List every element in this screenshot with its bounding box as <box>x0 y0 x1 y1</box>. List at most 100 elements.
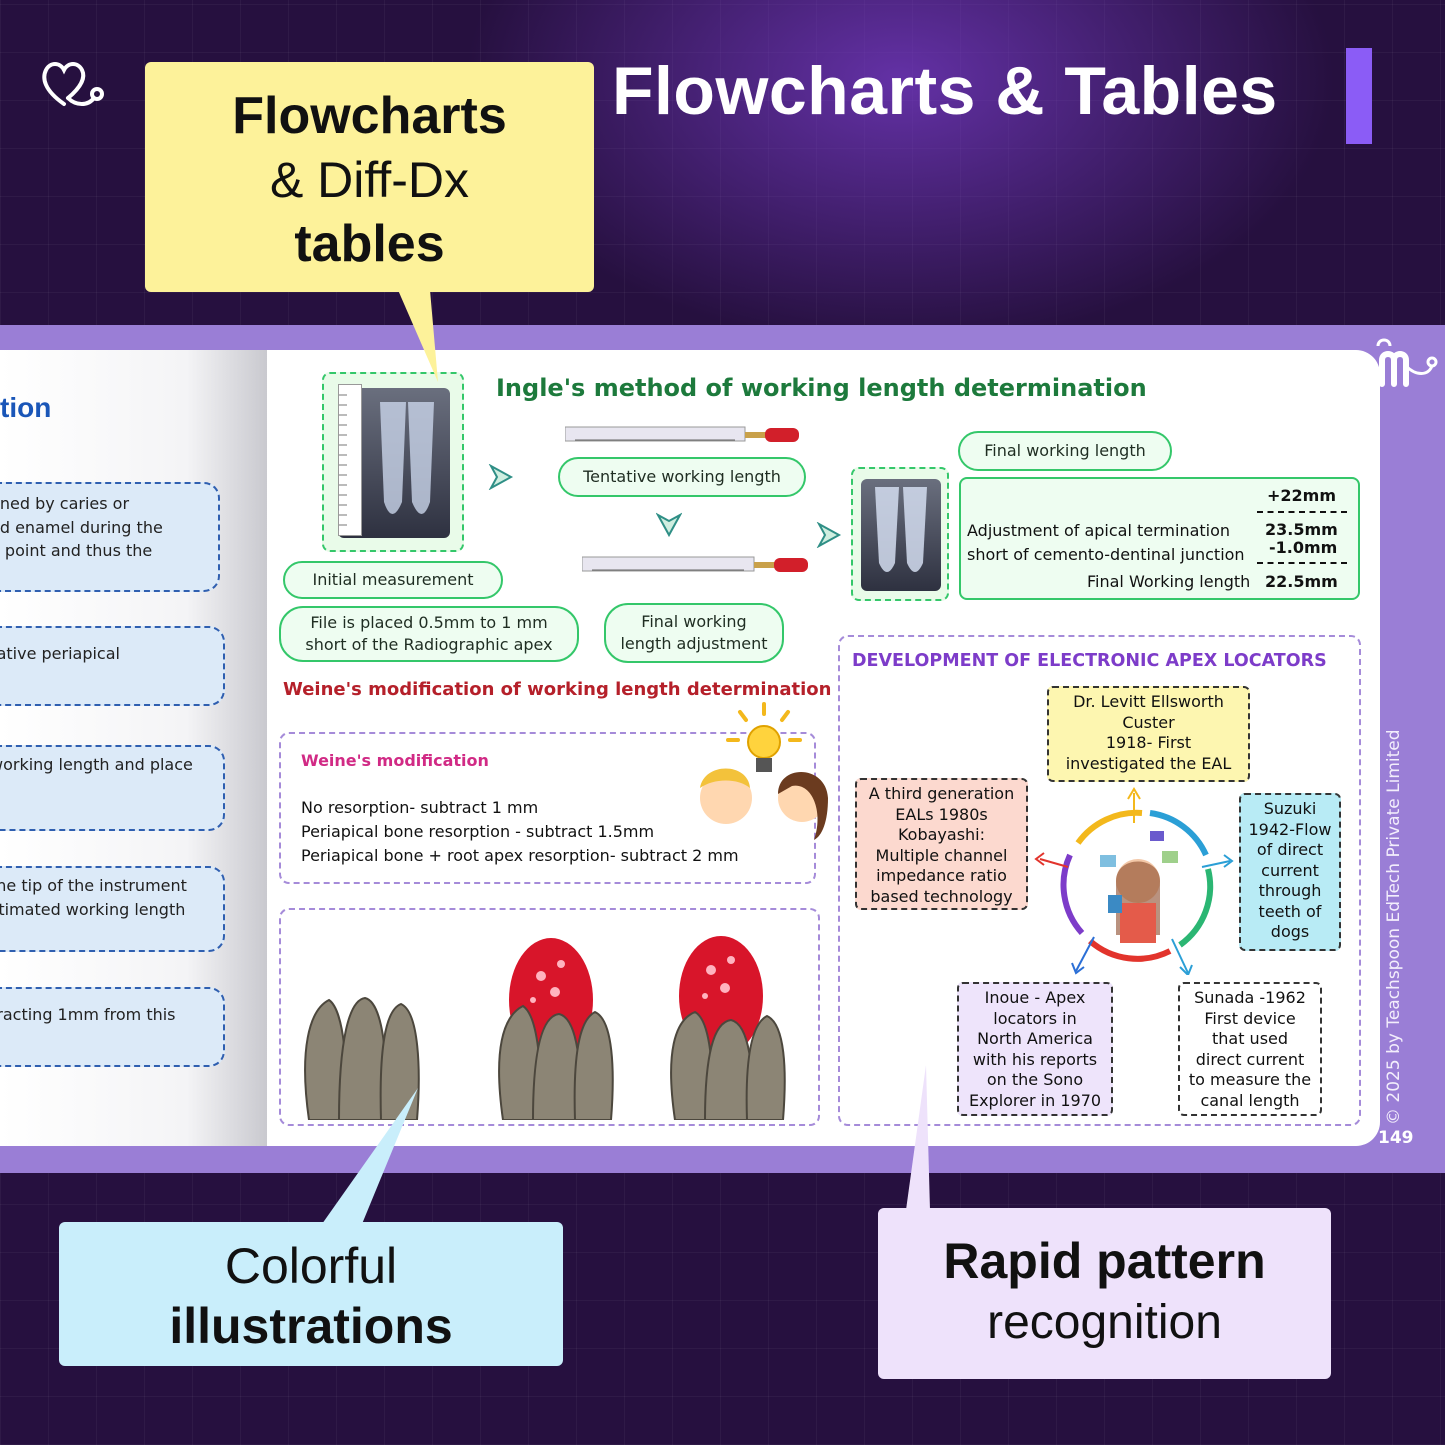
eal-line: Suzuki <box>1263 799 1317 818</box>
ruler-scale <box>338 384 362 536</box>
left-note-line: the tip of the instrument <box>0 876 187 895</box>
eal-line: Dr. Levitt Ellsworth <box>1073 692 1224 711</box>
left-note-box: the tip of the instrument stimated worki… <box>0 866 225 952</box>
adjustment-value: 23.5mm <box>1265 520 1338 539</box>
arrow-down-icon <box>656 512 682 538</box>
eal-cycle-diagram-icon <box>1034 787 1234 975</box>
pill-line: length adjustment <box>620 634 768 653</box>
eal-line: investigated the EAL <box>1065 753 1232 773</box>
adjustment-table: +22mm Adjustment of apical termination 2… <box>959 477 1360 600</box>
weine-rule: Periapical bone + root apex resorption- … <box>301 846 739 865</box>
eal-line: to measure the <box>1188 1070 1312 1089</box>
eal-line: with his reports <box>972 1049 1098 1069</box>
left-note-box: working length and place <box>0 745 225 831</box>
eal-line: Custer <box>1122 712 1175 732</box>
eal-line: dogs <box>1270 922 1310 941</box>
weine-rule: Periapical bone resorption - subtract 1.… <box>301 822 655 841</box>
file-placed-pill: File is placed 0.5mm to 1 mm short of th… <box>279 606 579 662</box>
m-stethoscope-brand-icon <box>1376 338 1438 387</box>
left-note-line: ened by caries or <box>0 494 130 513</box>
table-divider <box>1257 562 1347 564</box>
heart-stethoscope-logo-icon <box>42 62 104 106</box>
eal-line: Inoue - Apex <box>984 988 1086 1007</box>
final-length-value: 22.5mm <box>1265 572 1338 591</box>
table-divider <box>1257 511 1347 513</box>
eal-line: canal length <box>1200 1090 1300 1110</box>
eal-line: Sunada -1962 <box>1194 988 1306 1007</box>
pill-line: short of the Radiographic apex <box>305 635 553 654</box>
left-note-line: ed enamel during the <box>0 517 163 537</box>
ruler-ticks-icon <box>339 394 347 526</box>
eal-line: teeth of <box>1258 901 1322 921</box>
tooth-outline-icon <box>875 487 927 572</box>
eal-suzuki-box: Suzuki 1942-Flow of direct current throu… <box>1239 793 1341 951</box>
callout-line: & Diff-Dx <box>269 152 470 208</box>
tooth-radiograph-image <box>861 479 941 591</box>
callout-line: Flowcharts <box>232 87 507 145</box>
adjustment-value: -1.0mm <box>1269 538 1338 557</box>
callout-line: illustrations <box>169 1298 453 1354</box>
eal-line: of direct <box>1256 840 1324 859</box>
left-note-line: e point and thus the <box>0 541 153 560</box>
eal-line: on the Sono <box>986 1070 1084 1089</box>
eal-line: North America <box>977 1029 1093 1048</box>
eal-line: EALs 1980s <box>895 804 988 824</box>
callout-line: tables <box>294 215 445 273</box>
left-note-box: ened by caries or ed enamel during the e… <box>0 482 220 592</box>
eal-line: current <box>1261 860 1319 880</box>
tooth-illustration-box <box>279 908 820 1126</box>
initial-radiograph-frame <box>322 372 464 552</box>
adjustment-label: Adjustment of apical termination <box>967 521 1231 540</box>
weine-box-heading: Weine's modification <box>301 751 489 770</box>
arrow-right-icon <box>816 522 842 548</box>
tentative-working-length-pill: Tentative working length <box>558 457 806 497</box>
callout-flowcharts: Flowcharts & Diff-Dx tables <box>145 62 594 292</box>
left-note-line: working length and place <box>0 755 193 774</box>
callout-pattern-recognition: Rapid pattern recognition <box>878 1208 1331 1379</box>
left-note-line: rative periapical <box>0 644 120 663</box>
people-idea-illustration-icon <box>700 702 828 840</box>
eal-line: direct current <box>1195 1049 1305 1069</box>
eal-sunada-box: Sunada -1962 First device that used dire… <box>1178 982 1322 1116</box>
eal-line: Explorer in 1970 <box>968 1090 1102 1110</box>
left-page-title: tion <box>0 392 52 423</box>
left-note-box: rative periapical <box>0 626 225 706</box>
left-note-line: stimated working length <box>0 899 186 919</box>
left-note-line: tracting 1mm from this <box>0 1005 176 1024</box>
left-note-box: tracting 1mm from this <box>0 987 225 1067</box>
accent-bar <box>1346 48 1372 144</box>
eal-line: A third generation <box>868 784 1015 803</box>
eal-line: First device <box>1204 1008 1296 1028</box>
pill-line: Final working <box>641 612 747 631</box>
callout-line: recognition <box>987 1296 1222 1349</box>
final-radiograph-frame <box>851 467 949 601</box>
start-length-value: +22mm <box>1267 486 1337 505</box>
final-length-label: Final Working length <box>1087 572 1251 591</box>
callout-illustrations: Colorful illustrations <box>59 1222 563 1366</box>
eal-line: Kobayashi: <box>897 825 986 844</box>
weine-rule: No resorption- subtract 1 mm <box>301 798 539 817</box>
callout-line: Colorful <box>224 1238 398 1294</box>
eal-line: that used <box>1211 1029 1289 1048</box>
eal-line: 1942-Flow <box>1248 819 1332 839</box>
endodontic-file-ruler-image <box>582 556 808 572</box>
eal-line: impedance ratio <box>876 866 1007 885</box>
eal-line: based technology <box>870 886 1013 906</box>
tooth-resorption-illustration-icon <box>304 936 786 1120</box>
final-working-length-pill: Final working length <box>958 431 1172 471</box>
eal-line: Multiple channel <box>875 845 1008 865</box>
eal-title: DEVELOPMENT OF ELECTRONIC APEX LOCATORS <box>852 651 1327 671</box>
pill-line: File is placed 0.5mm to 1 mm <box>310 613 548 632</box>
page-number: 149 <box>1378 1128 1414 1148</box>
eal-line: locators in <box>993 1008 1077 1028</box>
eal-third-gen-box: A third generation EALs 1980s Kobayashi:… <box>855 778 1028 910</box>
ingle-title: Ingle's method of working length determi… <box>496 374 1147 402</box>
final-adjustment-pill: Final working length adjustment <box>604 603 784 663</box>
callout-line: Rapid pattern <box>943 1233 1266 1289</box>
page-headline: Flowcharts & Tables <box>612 53 1278 129</box>
tooth-outline-icon <box>380 402 434 514</box>
weine-title: Weine's modification of working length d… <box>283 679 832 700</box>
eal-line: 1918- First <box>1105 733 1192 752</box>
eal-inoue-box: Inoue - Apex locators in North America w… <box>957 982 1113 1116</box>
